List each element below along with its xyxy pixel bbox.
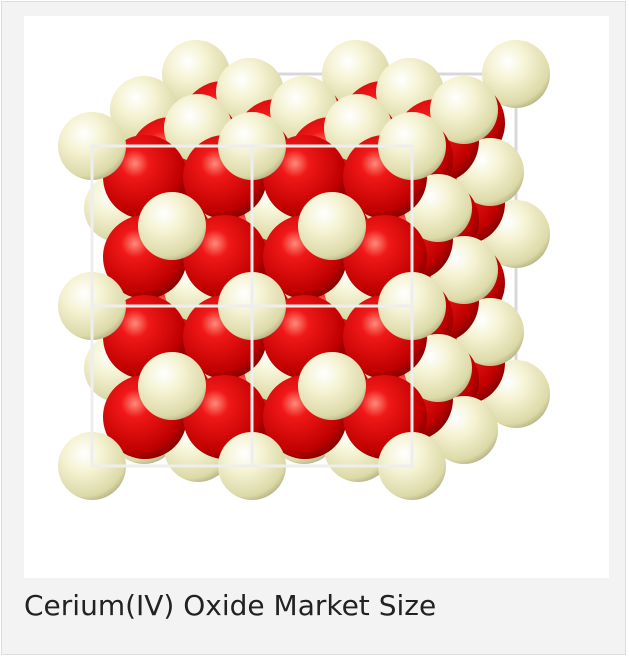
cerium-atom [138, 352, 206, 420]
crystal-lattice-svg [58, 40, 550, 500]
image-caption: Cerium(IV) Oxide Market Size [24, 589, 437, 622]
cerium-atom [138, 192, 206, 260]
cerium-atom [298, 192, 366, 260]
cerium-atom [298, 352, 366, 420]
crystal-structure-image [24, 16, 609, 578]
cerium-atom [430, 76, 498, 144]
cerium-atom [482, 40, 550, 108]
